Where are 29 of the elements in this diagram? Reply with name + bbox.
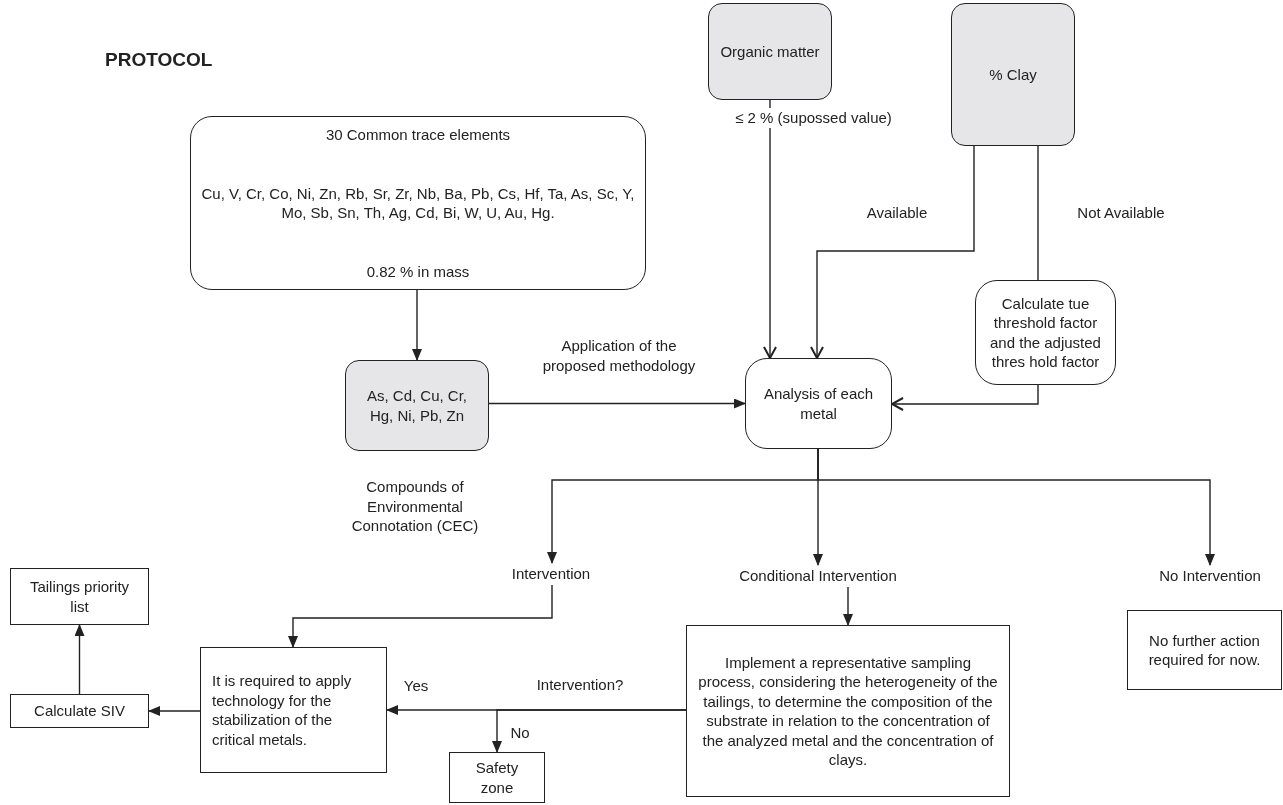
connector-arrow — [288, 584, 553, 648]
process-box: Calculate SIV — [10, 694, 149, 728]
process-box: It is required to apply technology for the stabilization of the critical metals. — [200, 647, 387, 773]
branch-text: Intervention — [495, 563, 607, 585]
connector-arrow — [148, 706, 201, 716]
branch-text: Conditional Intervention — [700, 565, 936, 587]
node-caption: Compounds of Environmental Connotation (CEC) — [350, 477, 480, 536]
process-box: Tailings priority list — [10, 568, 149, 625]
connector-arrow — [891, 384, 1039, 411]
diagram-title: PROTOCOL — [105, 48, 213, 72]
process-box: Analysis of each metal — [745, 358, 892, 449]
branch-text: No Intervention — [1140, 565, 1280, 587]
connector-arrow — [412, 289, 422, 361]
input-box: % Clay — [951, 3, 1075, 146]
process-box: No further action required for now. — [1127, 610, 1282, 690]
connector-arrow — [488, 398, 746, 409]
input-box: As, Cd, Cu, Cr, Hg, Ni, Pb, Zn — [345, 360, 489, 451]
connector-arrow — [492, 709, 687, 753]
connector-arrow — [74, 624, 85, 695]
process-box: Calculate tue threshold factor and the adjusted thres hold factor — [975, 280, 1116, 385]
process-box: Safety zone — [449, 752, 545, 803]
connector-arrow — [817, 448, 1215, 566]
connector-arrow — [810, 145, 975, 359]
process-box: Implement a representative sampling process, considering the heterogeneity of the tailings, to determine the composition of the substrate in relation to the concentration of the analyzed metal and the concentration of clays. — [686, 625, 1010, 797]
input-box: Organic matter — [708, 3, 832, 100]
process-box: 30 Common trace elements Cu, V, Cr, Co, Ni, Zn, Rb, Sr, Zr, Nb, Ba, Pb, Cs, Hf, Ta, As, Sc, Y, Mo, Sb, Sn, Th, Ag, Cd, Bi, W, U, Au, Hg. 0.82 % in mass — [190, 116, 646, 290]
question-label: Intervention? — [535, 675, 625, 695]
connector-arrow — [843, 586, 853, 626]
connector-arrow — [763, 99, 777, 359]
